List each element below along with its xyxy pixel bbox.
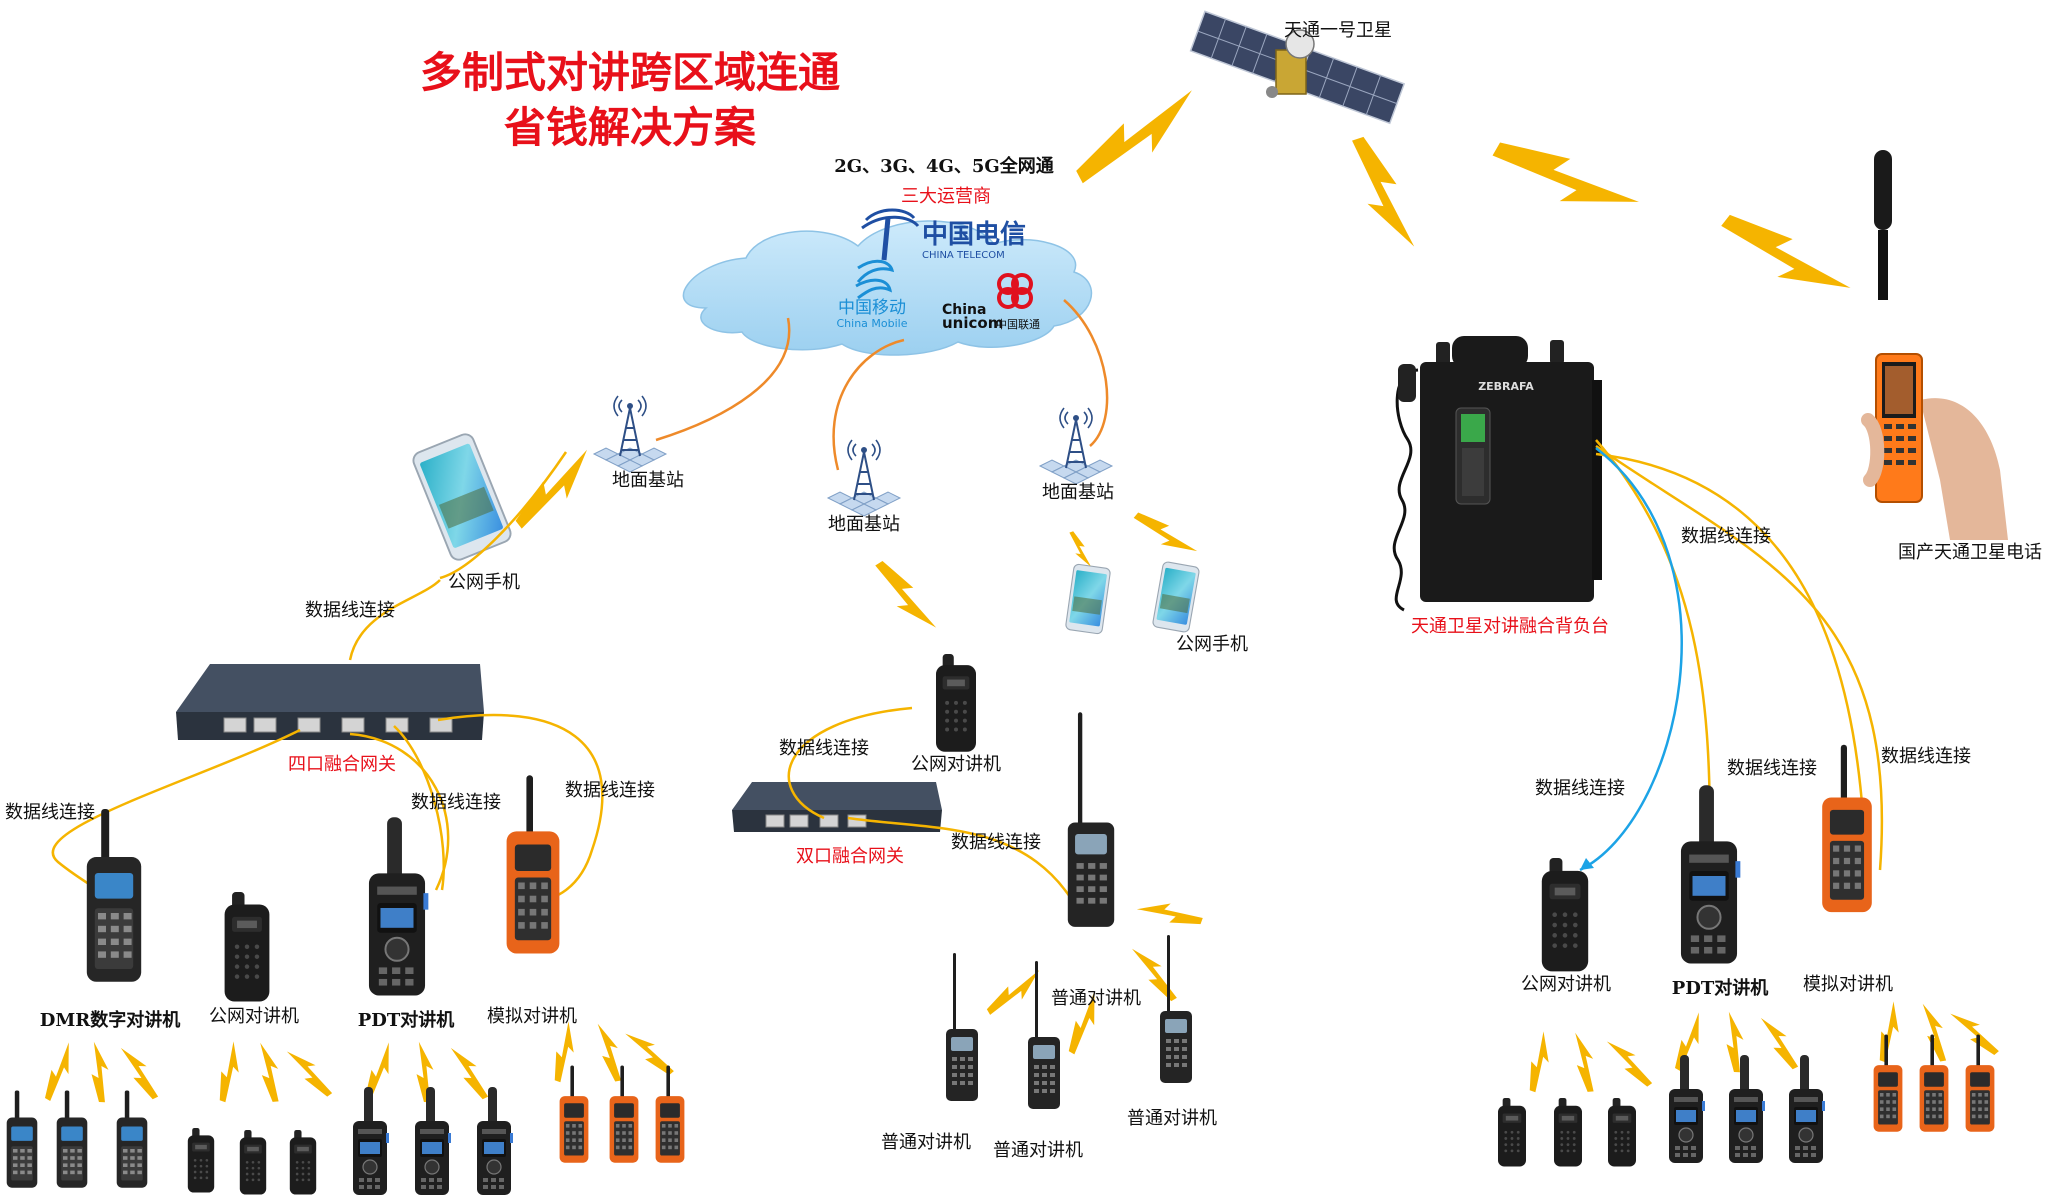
satellite-phone (1861, 150, 2008, 540)
dmr-radio-group (6, 1090, 148, 1188)
backpack-label: 天通卫星对讲融合背负台 (1411, 616, 1609, 637)
mobile-name-cn: 中国移动 (838, 298, 906, 318)
cable-label-pdt: 数据线连接 (411, 792, 501, 813)
pdt-radio-main-left (367, 816, 430, 997)
public-radio-label-middle: 公网对讲机 (911, 754, 1001, 775)
cable-label-gw2-normal: 数据线连接 (951, 832, 1041, 853)
analog-radio-main-left (506, 775, 560, 954)
unicom-name-en-2: unicom (942, 314, 1003, 332)
base-station-label-right: 地面基站 (1042, 482, 1114, 503)
two-port-gateway-label: 双口融合网关 (796, 846, 904, 867)
cable-label-analog: 数据线连接 (565, 780, 655, 801)
public-radio-main-right (1541, 858, 1589, 972)
cable-label-public-right: 数据线连接 (1535, 778, 1625, 799)
normal-radio-label-3: 普通对讲机 (1127, 1108, 1217, 1129)
unicom-name-cn: 中国联通 (996, 318, 1040, 331)
satellite-backpack-console: ZEBRAFA (1392, 336, 1602, 612)
coverage-label: 2G、3G、4G、5G全网通 (834, 155, 1054, 177)
blue-cable (1579, 447, 1683, 872)
title-line-1: 多制式对讲跨区域连通 (420, 48, 840, 97)
public-radio-label-left: 公网对讲机 (209, 1006, 299, 1027)
satellite-phone-label: 国产天通卫星电话 (1898, 542, 2042, 563)
base-station-tower-middle (827, 439, 901, 517)
public-phone-label-left: 公网手机 (448, 572, 520, 593)
normal-radio-2 (1028, 961, 1060, 1109)
analog-radio-main-right (1822, 744, 1872, 913)
analog-radio-label-right: 模拟对讲机 (1803, 974, 1893, 995)
pdt-radio-group-right (1668, 1054, 1826, 1164)
title-line-2: 省钱解决方案 (504, 103, 757, 152)
base-station-tower-left (593, 395, 667, 473)
public-radio-group-left (187, 1128, 317, 1195)
public-phone-left (409, 430, 515, 564)
four-port-gateway (176, 664, 484, 740)
pdt-radio-main-right (1679, 784, 1742, 965)
operators-label: 三大运营商 (901, 186, 991, 207)
cable-label-analog-right: 数据线连接 (1881, 746, 1971, 767)
dmr-radio-main (86, 809, 142, 982)
telecom-name-en: CHINA TELECOM (922, 250, 1005, 261)
china-telecom-logo: 中国电信 CHINA TELECOM (861, 208, 1026, 261)
dmr-radio-label: DMR数字对讲机 (40, 1009, 181, 1031)
base-station-label-middle: 地面基站 (828, 514, 900, 535)
pdt-radio-label-left: PDT对讲机 (358, 1009, 455, 1031)
public-radio-group-right (1498, 1098, 1636, 1167)
satellite-icon (1189, 10, 1406, 125)
china-unicom-logo: China unicom 中国联通 (942, 273, 1040, 332)
unicom-name-en-1: China (942, 302, 986, 318)
normal-radio-main (1067, 712, 1115, 927)
four-port-gateway-label: 四口融合网关 (288, 754, 396, 775)
public-radio-label-right: 公网对讲机 (1521, 974, 1611, 995)
cable-label-dmr: 数据线连接 (5, 802, 95, 823)
china-mobile-logo: 中国移动 China Mobile (836, 259, 908, 330)
analog-radio-group-right (1873, 1034, 1995, 1132)
base-station-label-left: 地面基站 (612, 470, 684, 491)
telecom-name-cn: 中国电信 (922, 220, 1026, 250)
mobile-name-en: China Mobile (836, 317, 907, 330)
cable-label-phone: 数据线连接 (305, 600, 395, 621)
cable-label-pdt-right: 数据线连接 (1727, 758, 1817, 779)
pdt-radio-label-right: PDT对讲机 (1672, 977, 1769, 999)
public-phone-right-2 (1151, 560, 1201, 634)
normal-radio-1 (946, 953, 978, 1101)
public-phone-right-1 (1064, 563, 1112, 635)
analog-radio-label-left: 模拟对讲机 (487, 1006, 577, 1027)
satellite-label: 天通一号卫星 (1284, 20, 1392, 41)
pdt-radio-group-left (352, 1086, 514, 1196)
normal-radio-label-1: 普通对讲机 (881, 1132, 971, 1153)
public-phone-label-right: 公网手机 (1176, 634, 1248, 655)
normal-radio-3 (1160, 935, 1192, 1083)
analog-radio-group-left (559, 1065, 685, 1163)
two-port-gateway (732, 782, 942, 832)
cable-label-backpack-top: 数据线连接 (1681, 526, 1771, 547)
normal-radio-label-2: 普通对讲机 (993, 1140, 1083, 1161)
blue-cable-arrow (1580, 858, 1594, 870)
public-radio-middle (936, 654, 976, 752)
backpack-brand: ZEBRAFA (1478, 380, 1534, 393)
public-radio-main-left (224, 892, 270, 1002)
base-station-tower-right (1039, 407, 1113, 485)
backhaul-wires (655, 299, 1109, 471)
normal-radio-label-main: 普通对讲机 (1051, 988, 1141, 1009)
cable-label-gw2-public: 数据线连接 (779, 738, 869, 759)
